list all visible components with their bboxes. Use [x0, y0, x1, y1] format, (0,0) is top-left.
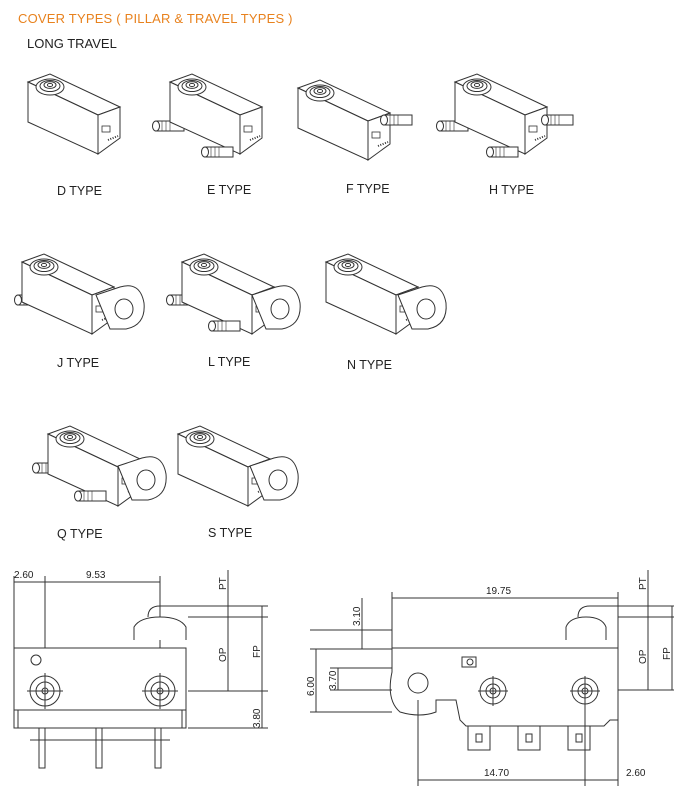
switch-f-type [297, 79, 413, 161]
subheading-long-travel: LONG TRAVEL [27, 36, 117, 51]
caption-s-type: S TYPE [208, 526, 253, 540]
caption-e-type: E TYPE [207, 183, 252, 197]
label-op-right: OP [638, 649, 649, 664]
dim-top-a: 2.60 [14, 570, 34, 581]
dim-bottom-a: 14.70 [484, 768, 509, 779]
dim-right-left: 3.80 [252, 708, 263, 728]
left-dimension-drawing [13, 570, 268, 769]
label-pt-left: PT [218, 577, 229, 590]
dim-bottom-b: 2.60 [626, 768, 646, 779]
switch-h-type [436, 73, 574, 158]
caption-d-type: D TYPE [57, 184, 102, 198]
switch-e-type [152, 73, 263, 158]
caption-f-type: F TYPE [346, 182, 390, 196]
right-dimension-drawing [310, 570, 674, 786]
label-pt-right: PT [638, 577, 649, 590]
dim-top-right: 19.75 [486, 586, 511, 597]
switch-n-type [325, 253, 447, 335]
dim-top-b: 9.53 [86, 570, 106, 581]
dim-left-c: 6.00 [306, 676, 317, 696]
dim-left-b: 3.70 [328, 670, 339, 690]
switch-s-type [177, 425, 299, 507]
label-fp-left: FP [252, 645, 263, 658]
caption-n-type: N TYPE [347, 358, 392, 372]
caption-l-type: L TYPE [208, 355, 251, 369]
section-heading: COVER TYPES ( PILLAR & TRAVEL TYPES ) [18, 11, 293, 26]
caption-q-type: Q TYPE [57, 527, 103, 541]
switch-d-type [27, 73, 121, 155]
switch-j-type [14, 253, 145, 335]
caption-h-type: H TYPE [489, 183, 534, 197]
switch-l-type [166, 253, 301, 335]
dim-left-a: 3.10 [352, 606, 363, 626]
caption-j-type: J TYPE [57, 356, 100, 370]
switch-q-type [32, 425, 167, 507]
label-op-left: OP [218, 647, 229, 662]
label-fp-right: FP [662, 647, 673, 660]
